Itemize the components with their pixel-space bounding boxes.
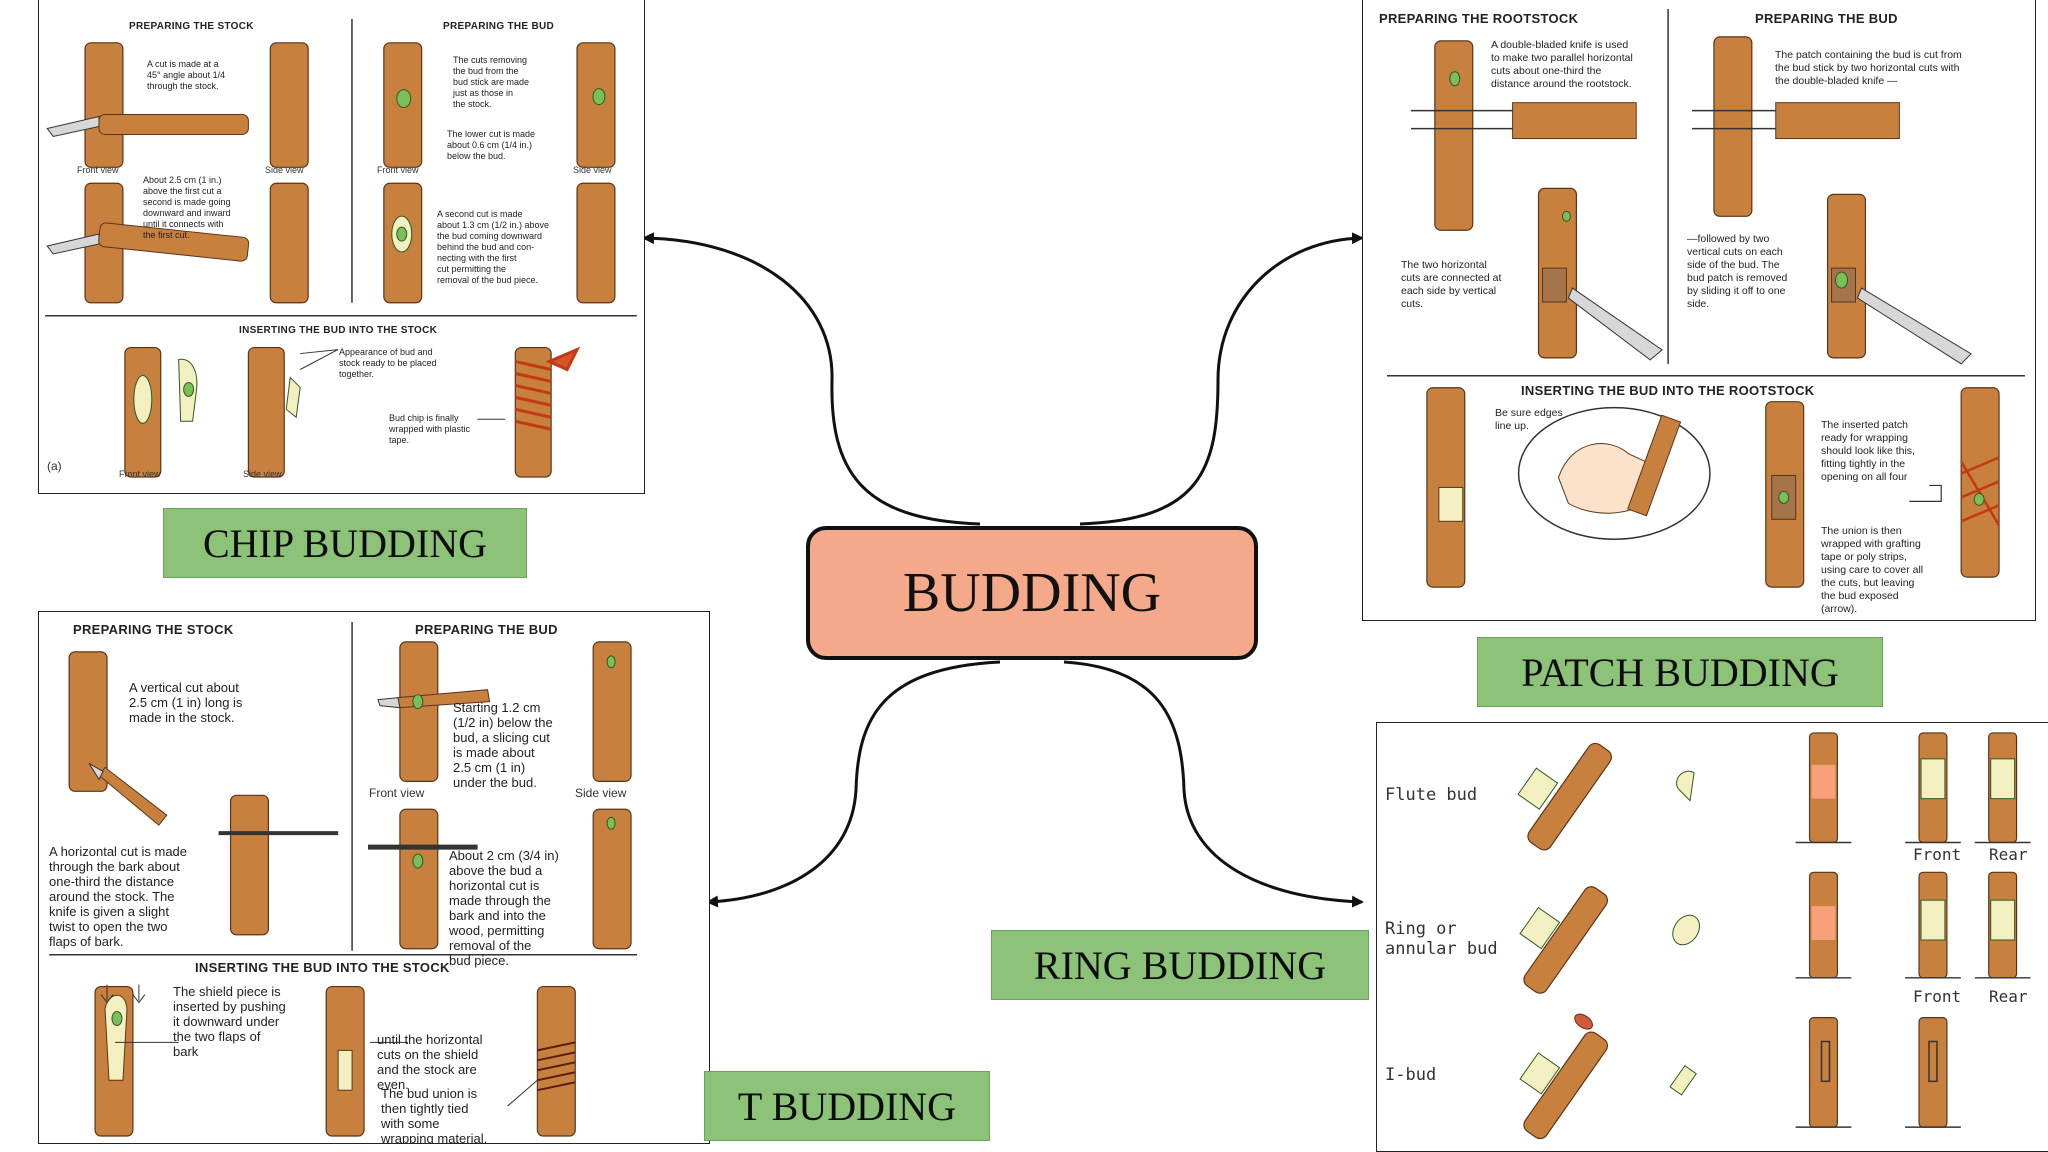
patch-note-7: The union is then wrapped with grafting … [1821,525,1924,615]
chip-note-2: About 2.5 cm (1 in.) above the first cut… [143,175,231,240]
patch-budding-label: PATCH BUDDING [1477,637,1883,707]
chip-view-2: Side view [265,165,304,175]
connector-chip [642,232,981,526]
t-heading-bud: PREPARING THE BUD [415,622,558,637]
ring-view-rear-2: Rear [1989,987,2028,1006]
connector-patch [1079,232,1364,526]
t-note-2: A horizontal cut is made through the bar… [49,844,188,949]
patch-note-3: The two horizontal cuts are connected at… [1401,259,1502,310]
patch-note-4: —followed by two vertical cuts on each s… [1687,233,1788,310]
chip-view-5: Front view [119,469,161,479]
patch-note-5: Be sure edges line up. [1495,407,1563,432]
chip-budding-label: CHIP BUDDING [163,508,527,578]
ring-view-rear-1: Rear [1989,845,2028,864]
chip-view-6: Side view [243,469,282,479]
patch-budding-illustration [1387,8,2025,588]
t-view-side: Side view [575,786,627,800]
t-note-1: A vertical cut about 2.5 cm (1 in) long … [129,680,243,725]
ring-view-front-1: Front [1913,845,1962,864]
chip-note-7: Bud chip is finally wrapped with plastic… [389,413,471,445]
chip-note-1: A cut is made at a 45° angle about 1/4 t… [147,59,226,91]
chip-heading-stock: PREPARING THE STOCK [129,21,254,32]
connector-ring [1063,660,1364,908]
chip-view-4: Side view [573,165,612,175]
patch-note-2: The patch containing the bud is cut from… [1775,49,1962,87]
t-heading-insert: INSERTING THE BUD INTO THE STOCK [195,960,450,975]
chip-note-5: A second cut is made about 1.3 cm (1/2 i… [437,209,550,285]
patch-heading-bud: PREPARING THE BUD [1755,11,1898,26]
t-budding-diagram: PREPARING THE STOCK PREPARING THE BUD IN… [38,611,710,1144]
t-note-7: The bud union is then tightly tied with … [381,1086,488,1144]
t-note-5: The shield piece is inserted by pushing … [173,984,286,1059]
ring-row-flute: Flute bud [1385,785,1478,805]
chip-view-3: Front view [377,165,419,175]
patch-note-1: A double-bladed knife is used to make tw… [1491,39,1633,90]
chip-budding-illustration [45,18,637,478]
t-note-3: Starting 1.2 cm (1/2 in) below the bud, … [453,700,553,790]
chip-note-4: The lower cut is made about 0.6 cm (1/4 … [447,129,536,161]
chip-note-6: Appearance of bud and stock ready to be … [339,347,437,379]
t-note-4: About 2 cm (3/4 in) above the bud a hori… [449,848,559,968]
patch-heading-rootstock: PREPARING THE ROOTSTOCK [1379,11,1579,26]
ring-row-ibud: I-bud [1385,1065,1437,1085]
ring-budding-diagram: Flute bud Ring or annular bud I-bud Fron… [1376,722,2048,1152]
chip-view-1: Front view [77,165,119,175]
t-view-front: Front view [369,786,425,800]
t-heading-stock: PREPARING THE STOCK [73,622,234,637]
chip-note-3: The cuts removing the bud from the bud s… [453,55,530,109]
t-budding-illustration [49,621,638,1137]
chip-budding-diagram: PREPARING THE STOCK PREPARING THE BUD IN… [38,0,645,494]
ring-row-ring: Ring or annular bud [1385,919,1498,959]
chip-heading-bud: PREPARING THE BUD [443,21,555,32]
patch-budding-diagram: PREPARING THE ROOTSTOCK PREPARING THE BU… [1362,0,2036,621]
ring-budding-label: RING BUDDING [991,930,1369,1000]
t-note-6: until the horizontal cuts on the shield … [377,1032,483,1092]
budding-center-node: BUDDING [806,526,1258,660]
patch-note-6: The inserted patch ready for wrapping sh… [1821,419,1915,483]
patch-heading-insert: INSERTING THE BUD INTO THE ROOTSTOCK [1521,383,1815,398]
chip-heading-insert: INSERTING THE BUD INTO THE STOCK [239,325,438,336]
ring-budding-illustration [1517,732,2031,1140]
chip-corner-label: (a) [47,459,62,473]
connector-t [706,660,1001,908]
ring-view-front-2: Front [1913,987,1962,1006]
t-budding-label: T BUDDING [704,1071,990,1141]
